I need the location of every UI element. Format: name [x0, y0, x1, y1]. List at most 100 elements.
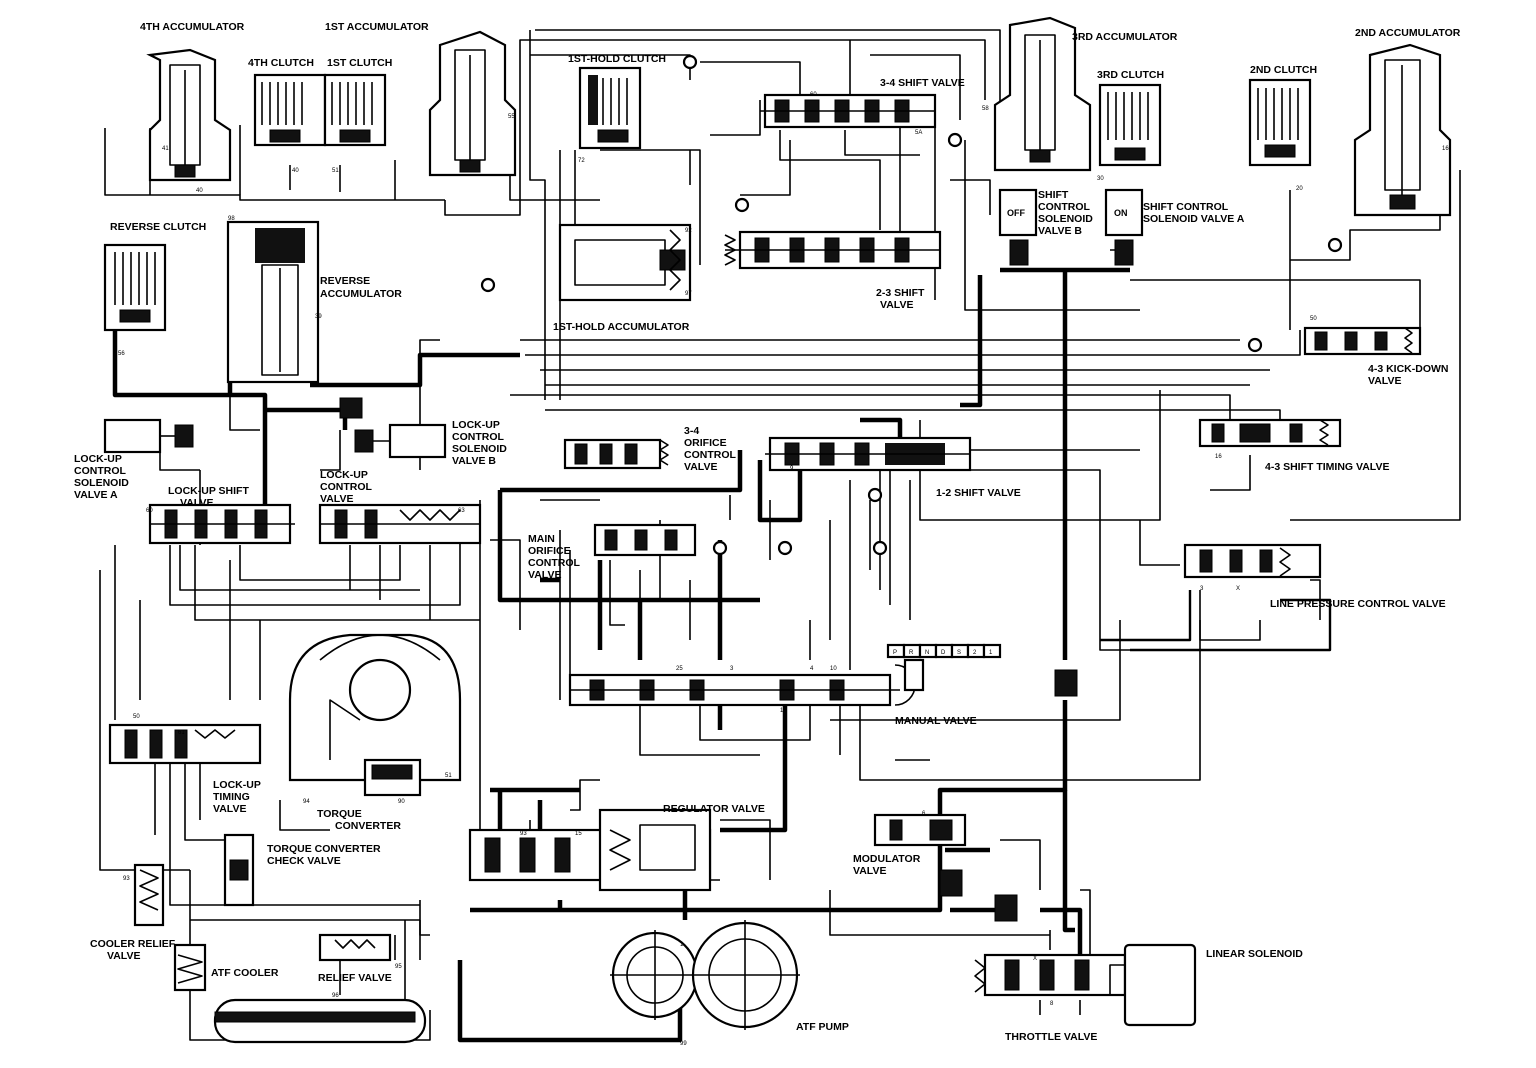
port-label: 1 — [780, 708, 784, 714]
label-main-orifice-4: VALVE — [528, 569, 561, 581]
label-sol-a-2: SOLENOID VALVE A — [1143, 213, 1245, 225]
valve-torque-converter-check — [223, 833, 255, 907]
valve-4-3-kick-down — [1303, 326, 1422, 356]
label-tc-check-1: TORQUE CONVERTER — [267, 843, 381, 855]
port-label: 3 — [730, 666, 734, 672]
clutch-1st — [323, 73, 387, 147]
label-2-3-shift-1: 2-3 SHIFT — [876, 287, 925, 299]
port-label: 63 — [458, 508, 465, 514]
label-main-orifice-2: ORIFICE — [528, 545, 571, 557]
port-label: 51 — [332, 168, 339, 174]
label-3-4-orifice-4: VALVE — [684, 461, 717, 473]
port-label: 98 — [228, 216, 235, 222]
valve-regulator — [468, 808, 712, 892]
pos-n: N — [925, 650, 929, 656]
port-label: 3 — [1200, 586, 1204, 592]
valve-lock-up-timing — [108, 723, 262, 765]
port-label: 50 — [1310, 316, 1317, 322]
port-label: X — [1236, 586, 1240, 592]
label-lu-sol-a-3: SOLENOID — [74, 477, 129, 489]
label-sol-b-1: SHIFT — [1038, 189, 1069, 201]
solenoid-shift-control-a — [1104, 188, 1144, 266]
valve-3-4-orifice-control — [563, 438, 669, 470]
label-cooler-relief-2: VALVE — [107, 950, 140, 962]
label-relief-valve: RELIEF VALVE — [318, 972, 392, 984]
port-label: 6 — [922, 811, 926, 817]
pos-1: 1 — [989, 650, 993, 656]
check-balls — [480, 54, 1343, 556]
port-label: 93 — [520, 831, 527, 837]
port-label: 93 — [123, 876, 130, 882]
valve-main-orifice-control — [593, 523, 697, 557]
port-label: 51 — [445, 773, 452, 779]
label-1st-clutch: 1ST CLUTCH — [327, 57, 392, 69]
pos-2: 2 — [973, 650, 977, 656]
port-numbers: 40 40 51 55 41 92 97 56 39 98 60 72 5A 2… — [118, 92, 1449, 1047]
label-atf-cooler: ATF COOLER — [211, 967, 279, 979]
thin-fluid-lines — [99, 29, 1461, 1041]
pos-d: D — [941, 650, 946, 656]
port-label: 96 — [332, 993, 339, 999]
port-label: 1 — [680, 942, 684, 948]
label-lu-sol-b-4: VALVE B — [452, 455, 496, 467]
label-modulator-1: MODULATOR — [853, 853, 921, 865]
label-throttle-valve: THROTTLE VALVE — [1005, 1031, 1097, 1043]
label-lu-sol-b-3: SOLENOID — [452, 443, 507, 455]
label-regulator: REGULATOR VALVE — [663, 803, 765, 815]
label-4-3-kick-down-1: 4-3 KICK-DOWN — [1368, 363, 1449, 375]
valve-3-4-shift — [760, 93, 937, 129]
port-label: 55 — [508, 114, 515, 120]
label-atf-pump: ATF PUMP — [796, 1021, 849, 1033]
solenoid-lock-up-a — [103, 418, 194, 454]
label-lu-sol-a-2: CONTROL — [74, 465, 126, 477]
label-sol-b-2: CONTROL — [1038, 201, 1090, 213]
port-label: 20 — [1296, 186, 1303, 192]
label-on: ON — [1114, 208, 1128, 218]
port-label: 16 — [1442, 146, 1449, 152]
label-manual-valve: MANUAL VALVE — [895, 715, 977, 727]
clutch-1st-hold — [578, 66, 642, 150]
valve-throttle — [974, 953, 1127, 997]
label-1st-accumulator: 1ST ACCUMULATOR — [325, 21, 429, 33]
port-label: 92 — [685, 228, 692, 234]
label-3-4-orifice-2: ORIFICE — [684, 437, 727, 449]
valve-2-3-shift — [724, 230, 942, 270]
label-3-4-shift-valve: 3-4 SHIFT VALVE — [880, 77, 965, 89]
label-sol-b-4: VALVE B — [1038, 225, 1082, 237]
label-main-orifice-1: MAIN — [528, 533, 555, 545]
port-label: 40 — [196, 188, 203, 194]
valve-relief — [318, 933, 392, 962]
valve-line-pressure-control — [1183, 543, 1322, 579]
strainer — [213, 998, 427, 1044]
atf-pump — [610, 920, 800, 1030]
torque-converter — [288, 633, 462, 797]
port-label: 61 — [178, 730, 185, 736]
port-label: 30 — [1097, 176, 1104, 182]
valve-manual — [568, 658, 925, 707]
label-modulator-2: VALVE — [853, 865, 886, 877]
port-label: 99 — [680, 1041, 687, 1047]
label-4-3-shift-timing: 4-3 SHIFT TIMING VALVE — [1265, 461, 1389, 473]
solenoid-shift-control-b — [998, 188, 1038, 266]
label-1st-hold-accumulator: 1ST-HOLD ACCUMULATOR — [553, 321, 690, 333]
label-lu-sol-b-1: LOCK-UP — [452, 419, 500, 431]
label-2nd-accumulator: 2ND ACCUMULATOR — [1355, 27, 1461, 39]
port-label: 95 — [395, 964, 402, 970]
label-lu-sol-a-4: VALVE A — [74, 489, 118, 501]
label-linear-solenoid: LINEAR SOLENOID — [1206, 948, 1303, 960]
port-label: 94 — [303, 799, 310, 805]
label-reverse-accumulator-2: ACCUMULATOR — [320, 288, 402, 300]
atf-cooler — [173, 943, 207, 992]
label-4th-accumulator: 4TH ACCUMULATOR — [140, 21, 245, 33]
label-tc-check-2: CHECK VALVE — [267, 855, 341, 867]
port-label: 10 — [830, 666, 837, 672]
port-label: 56 — [118, 351, 125, 357]
label-lu-timing-3: VALVE — [213, 803, 246, 815]
port-label: 60 — [810, 92, 817, 98]
port-label: 97 — [685, 291, 692, 297]
label-reverse-accumulator-1: REVERSE — [320, 275, 370, 287]
component-labels: 4TH ACCUMULATOR 1ST ACCUMULATOR 3RD ACCU… — [74, 21, 1461, 1043]
label-lu-ctrl-3: VALVE — [320, 493, 353, 505]
label-3rd-clutch: 3RD CLUTCH — [1097, 69, 1164, 81]
label-2-3-shift-2: VALVE — [880, 299, 913, 311]
